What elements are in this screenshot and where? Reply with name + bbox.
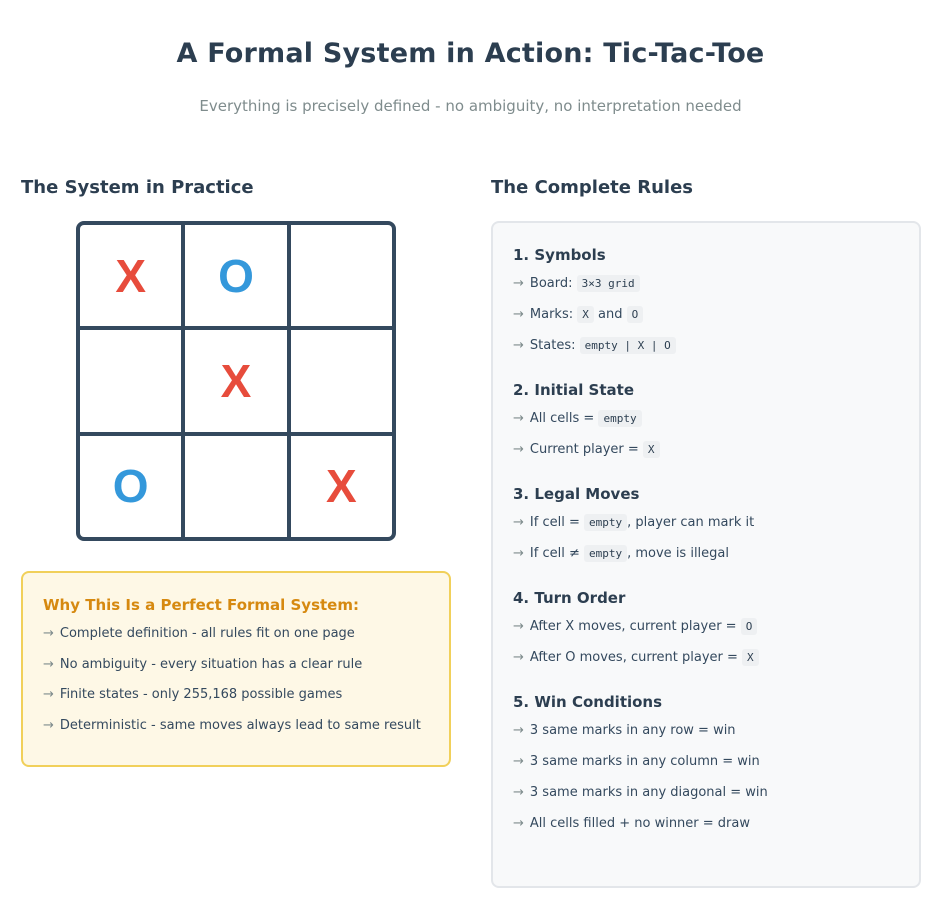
arrow-right-icon: → [43, 687, 54, 702]
rule-text: and [598, 307, 623, 322]
arrow-right-icon: → [43, 656, 54, 672]
rule-item: → If cell = empty, player can mark it [513, 513, 899, 544]
rule-heading: 5. Win Conditions [513, 693, 663, 711]
rule-item: → 3 same marks in any diagonal = win [513, 783, 899, 814]
arrow-right-icon: → [43, 626, 54, 641]
rule-text: If cell = [529, 515, 580, 530]
rule-text: States: [529, 338, 576, 353]
rule-text: 3 same marks in any diagonal = win [529, 785, 768, 800]
arrow-right-icon: → [513, 307, 524, 322]
rule-text: All cells = [529, 411, 595, 426]
rule-text: , player can mark it [627, 515, 755, 530]
rule-section-symbols: 1. Symbols → Board: 3×3 grid → Marks: X an… [513, 244, 899, 367]
arrow-right-icon: → [513, 816, 524, 831]
practice-heading: The System in Practice [21, 177, 254, 198]
board-cell-r1-c1[interactable]: X [80, 225, 182, 327]
rule-text: , move is illegal [627, 546, 729, 561]
rule-heading: 4. Turn Order [513, 589, 626, 607]
why-item: → Complete definition - all rules fit on … [43, 624, 429, 655]
rule-item: → 3 same marks in any column = win [513, 752, 899, 783]
rule-text: After X moves, current player = [529, 619, 737, 634]
rule-item: → 3 same marks in any row = win [513, 721, 899, 752]
board-cell-r2-c3[interactable] [290, 330, 392, 432]
why-item: → Finite states - only 255,168 possible g… [43, 685, 429, 716]
board-cell-r1-c3[interactable] [290, 225, 392, 327]
rule-text: Board: [529, 276, 573, 291]
arrow-right-icon: → [513, 650, 524, 665]
rule-item: → If cell ≠ empty, move is illegal [513, 544, 899, 575]
rules-heading: The Complete Rules [491, 177, 694, 198]
arrow-right-icon: → [513, 619, 524, 634]
rule-code: O [740, 618, 758, 635]
arrow-right-icon: → [513, 785, 524, 800]
why-item-text: Deterministic - same moves always lead t… [59, 717, 421, 733]
why-item-text: Finite states - only 255,168 possible ga… [59, 687, 343, 702]
rule-code: X [742, 649, 759, 666]
rule-item: → Board: 3×3 grid [513, 274, 899, 305]
board-cell-r1-c2[interactable]: O [185, 225, 287, 327]
rule-code: O [626, 306, 644, 323]
why-item: → No ambiguity - every situation has a cl… [43, 655, 429, 686]
rule-code: 3×3 grid [576, 275, 640, 292]
rule-section-win-conditions: 5. Win Conditions → 3 same marks in any r… [513, 691, 899, 845]
arrow-right-icon: → [513, 411, 524, 426]
rule-heading: 3. Legal Moves [513, 485, 640, 503]
rules-box: 1. Symbols → Board: 3×3 grid → Marks: X an… [491, 221, 921, 888]
rule-text: All cells filled + no winner = draw [529, 816, 750, 831]
page-subtitle: Everything is precisely defined - no amb… [199, 97, 742, 115]
rule-code: X [577, 306, 594, 323]
rule-code: empty [598, 410, 642, 427]
rule-text: 3 same marks in any row = win [529, 723, 736, 738]
board-cell-r3-c3[interactable]: X [290, 435, 392, 537]
board-cell-r2-c2[interactable]: X [185, 330, 287, 432]
why-item-text: Complete definition - all rules fit on o… [59, 626, 355, 641]
page-title: A Formal System in Action: Tic-Tac-Toe [176, 38, 765, 69]
rule-item: → After O moves, current player = X [513, 648, 899, 679]
rule-item: → Marks: X and O [513, 305, 899, 336]
arrow-right-icon: → [513, 754, 524, 769]
rule-section-turn-order: 4. Turn Order → After X moves, current pl… [513, 587, 899, 679]
rule-item: → All cells filled + no winner = draw [513, 814, 899, 845]
rule-item: → States: empty | X | O [513, 336, 899, 367]
why-formal-system-box: Why This Is a Perfect Formal System: → Co… [21, 571, 451, 767]
board-cell-r2-c1[interactable] [80, 330, 182, 432]
why-title: Why This Is a Perfect Formal System: [43, 596, 359, 614]
board-cell-r3-c1[interactable]: O [80, 435, 182, 537]
board-cell-r3-c2[interactable] [185, 435, 287, 537]
rule-code: empty [583, 545, 628, 562]
arrow-right-icon: → [513, 515, 524, 530]
rule-item: → Current player = X [513, 440, 899, 471]
rule-text: If cell ≠ [529, 546, 580, 561]
tic-tac-toe-board: X O X O X [76, 221, 396, 541]
arrow-right-icon: → [43, 717, 54, 733]
arrow-right-icon: → [513, 338, 524, 353]
why-item: → Deterministic - same moves always lead … [43, 716, 429, 747]
rule-section-legal-moves: 3. Legal Moves →If cell = empty, player … [513, 483, 899, 575]
arrow-right-icon: → [513, 276, 524, 291]
arrow-right-icon: → [513, 442, 524, 457]
arrow-right-icon: → [513, 723, 524, 738]
rule-heading: 1. Symbols [513, 246, 606, 264]
rule-code: empty [583, 514, 628, 531]
why-item-text: No ambiguity - every situation has a cle… [59, 656, 363, 672]
rule-text: After O moves, current player = [529, 650, 738, 665]
rule-heading: 2. Initial State [513, 381, 634, 399]
rule-code: empty | X | O [579, 337, 676, 354]
rule-item: → After X moves, current player = O [513, 617, 899, 648]
rule-text: Marks: [529, 307, 574, 322]
rule-text: 3 same marks in any column = win [529, 754, 760, 769]
rule-item: → All cells = empty [513, 409, 899, 440]
rule-code: X [642, 441, 660, 458]
rule-text: Current player = [529, 442, 639, 457]
rule-section-initial-state: 2. Initial State → All cells = empty → Cur… [513, 379, 899, 471]
arrow-right-icon: → [513, 546, 524, 561]
